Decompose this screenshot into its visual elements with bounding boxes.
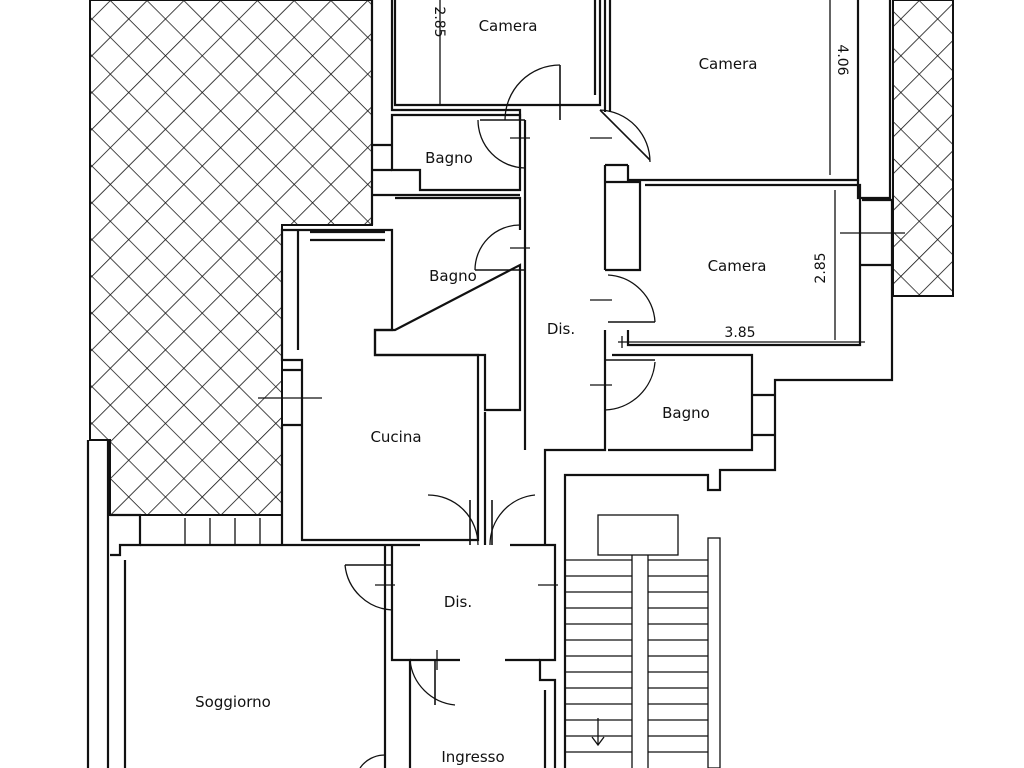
doors [344, 64, 656, 768]
label-cucina: Cucina [370, 428, 421, 446]
label-bagno-3: Bagno [662, 404, 710, 422]
stair-arrow [591, 718, 605, 747]
label-ingresso: Ingresso [441, 748, 504, 766]
label-camera-2: Camera [699, 55, 758, 73]
dim-camera-3-height: 2.85 [813, 252, 829, 283]
label-camera-3: Camera [708, 257, 767, 275]
label-bagno-1: Bagno [425, 149, 473, 167]
dim-camera-2-height: 4.06 [834, 44, 850, 75]
window-marks [184, 137, 905, 670]
label-soggiorno: Soggiorno [195, 693, 271, 711]
room-labels: Camera Camera Camera Bagno Bagno Bagno D… [195, 17, 766, 766]
dim-camera-3-width: 3.85 [724, 325, 755, 341]
dim-camera-1-height: 2.85 [431, 6, 447, 37]
walls [86, 0, 894, 768]
dimension-lines [439, 0, 865, 348]
terrace-right [892, 0, 954, 297]
terrace-left [89, 0, 373, 516]
staircase [565, 514, 721, 768]
label-dis-2: Dis. [444, 593, 472, 611]
label-bagno-2: Bagno [429, 267, 477, 285]
dimension-labels: 2.85 4.06 2.85 3.85 [431, 6, 850, 341]
label-camera-1: Camera [479, 17, 538, 35]
label-dis-1: Dis. [547, 320, 575, 338]
